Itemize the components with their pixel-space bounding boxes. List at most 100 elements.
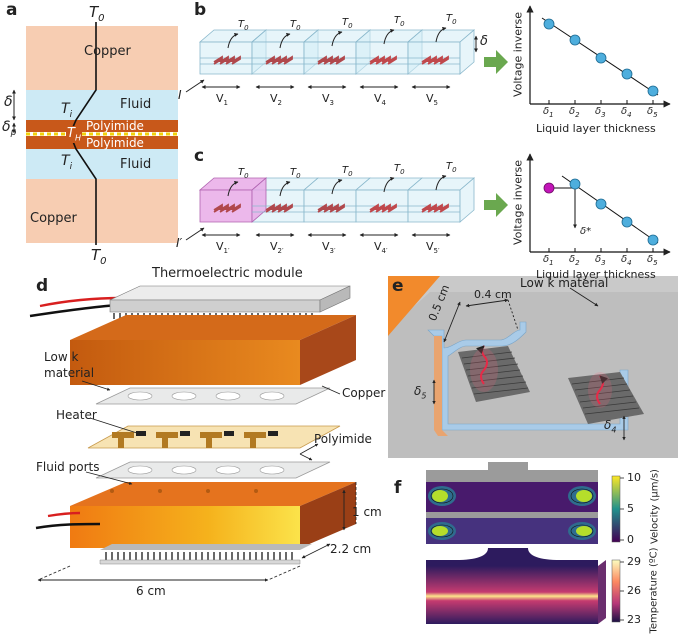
c-voltage-4: V4′ xyxy=(374,240,388,256)
heat-glow-arrows xyxy=(470,345,612,408)
c-voltage-3: V3′ xyxy=(322,240,336,256)
b-data-point-2 xyxy=(569,34,581,46)
velocity-field xyxy=(426,462,598,544)
copper-bottom-layer xyxy=(26,179,178,243)
d-thermoelectric-label: Thermoelectric module xyxy=(152,266,303,281)
b-data-point-3 xyxy=(595,52,607,64)
a-copper-top-label: Copper xyxy=(84,44,131,59)
a-delta-label: δ xyxy=(4,94,13,110)
heater-polyimide-layer xyxy=(87,425,341,449)
c-t0-3: T0 xyxy=(342,165,353,178)
panel-letter-c: c xyxy=(194,146,205,166)
panel-letter-b: b xyxy=(194,0,207,20)
a-polyimide-bottom-label: Polyimide xyxy=(86,136,144,150)
b-data-point-4 xyxy=(621,68,633,80)
c-xtick-3: δ3 xyxy=(595,254,606,267)
c-xtick-2: δ2 xyxy=(569,254,580,267)
c-plot-ylabel: Voltage inverse xyxy=(511,159,525,246)
c-voltage-2: V2′ xyxy=(270,240,284,256)
e-dim-0-4cm: 0.4 cm xyxy=(474,288,512,301)
temperature-field xyxy=(426,548,606,624)
c-data-point-3 xyxy=(595,198,607,210)
f-vel-tick-10: 10 xyxy=(627,471,641,484)
f-temp-tick-29: 29 xyxy=(627,555,641,568)
b-t0-1: T0 xyxy=(238,19,249,32)
c-t0-5: T0 xyxy=(446,161,457,174)
panel-letter-d: d xyxy=(36,276,49,296)
e-delta5: δ5 xyxy=(414,384,427,401)
a-fluid-top-label: Fluid xyxy=(120,97,152,112)
f-temp-tick-23: 23 xyxy=(627,613,641,626)
red-wire-bottom xyxy=(47,511,81,518)
thermoelectric-module-bottom xyxy=(99,544,312,565)
black-wire-top xyxy=(29,303,121,318)
panel-letter-f: f xyxy=(394,478,402,498)
copper-block-bottom xyxy=(70,482,356,548)
dim-0-5cm xyxy=(443,301,461,343)
f-vel-tick-0: 0 xyxy=(627,533,634,546)
panel-c-plot xyxy=(526,153,671,256)
b-data-point-1 xyxy=(543,18,555,30)
b-plot-ticks xyxy=(548,100,654,104)
a-fluid-bottom-label: Fluid xyxy=(120,157,152,172)
panel-e xyxy=(388,276,678,458)
d-dim-width-label: 6 cm xyxy=(136,584,166,598)
panel-c-schematic xyxy=(185,174,508,241)
panel-f xyxy=(426,462,624,624)
e-delta4: δ4 xyxy=(604,418,617,435)
green-arrow-c xyxy=(484,193,508,217)
dim-0-4cm xyxy=(465,298,509,308)
b-voltage-3: V3 xyxy=(322,92,334,108)
copper-corner xyxy=(388,276,440,336)
d-fluid-ports-label: Fluid ports xyxy=(36,460,100,474)
c-xtick-4: δ4 xyxy=(621,254,632,267)
heater-pad-left xyxy=(458,346,530,402)
dim-depth-arrow xyxy=(301,543,331,559)
b-xtick-3: δ3 xyxy=(595,106,606,119)
heater-pad-right xyxy=(568,372,644,424)
f-vel-tick-5: 5 xyxy=(627,502,634,515)
d-dim-height-label: 1 cm xyxy=(352,505,382,519)
b-voltage-2: V2 xyxy=(270,92,282,108)
b-voltage-5: V5 xyxy=(426,92,438,108)
d-lowk-label: Low k xyxy=(44,350,79,364)
f-temp-label: Temperature (ºC) xyxy=(648,547,660,634)
thermoelectric-module-top xyxy=(109,285,351,319)
fluid-top-layer xyxy=(26,90,178,120)
d-copper-label: Copper xyxy=(342,386,386,400)
b-voltage-1: V1 xyxy=(216,92,228,108)
b-voltage-4: V4 xyxy=(374,92,386,108)
c-xtick-5: δ5 xyxy=(647,254,658,267)
heater-coils-b xyxy=(213,55,449,65)
a-ti-top: Ti xyxy=(61,101,73,120)
b-xtick-5: δ5 xyxy=(647,106,658,119)
panel-b-plot xyxy=(526,5,671,108)
heater-coils-c xyxy=(213,203,449,213)
c-voltage-5: V5′ xyxy=(426,240,440,256)
e-lowk-material-label: Low k material xyxy=(520,276,609,290)
a-delta-p-label: δp xyxy=(2,119,17,138)
c-plot-ticks xyxy=(548,248,654,252)
panel-d xyxy=(29,285,357,582)
current-arrow-c xyxy=(185,227,205,241)
b-xtick-1: δ1 xyxy=(543,106,554,119)
fluid-channel xyxy=(427,321,629,431)
fluid-bottom-layer xyxy=(26,149,178,179)
a-copper-bottom-label: Copper xyxy=(30,211,77,226)
panel-letter-e: e xyxy=(392,276,404,296)
a-th-label: TH xyxy=(66,126,82,143)
c-data-point-4 xyxy=(621,216,633,228)
c-data-point-2 xyxy=(569,178,581,190)
b-t0-5: T0 xyxy=(446,13,457,26)
b-t0-3: T0 xyxy=(342,17,353,30)
b-t0-2: T0 xyxy=(290,19,301,32)
b-current-label: I xyxy=(178,88,182,102)
t0-arrows-b xyxy=(227,26,447,49)
b-t0-4: T0 xyxy=(394,15,405,28)
a-t0-bottom: T0 xyxy=(91,246,107,267)
c-voltage-1: V1′ xyxy=(216,240,230,256)
c-current-label: I′ xyxy=(176,236,183,250)
black-wire-bottom xyxy=(35,522,101,530)
c-delta-star: δ* xyxy=(580,226,592,237)
c-data-point-5 xyxy=(647,234,659,246)
